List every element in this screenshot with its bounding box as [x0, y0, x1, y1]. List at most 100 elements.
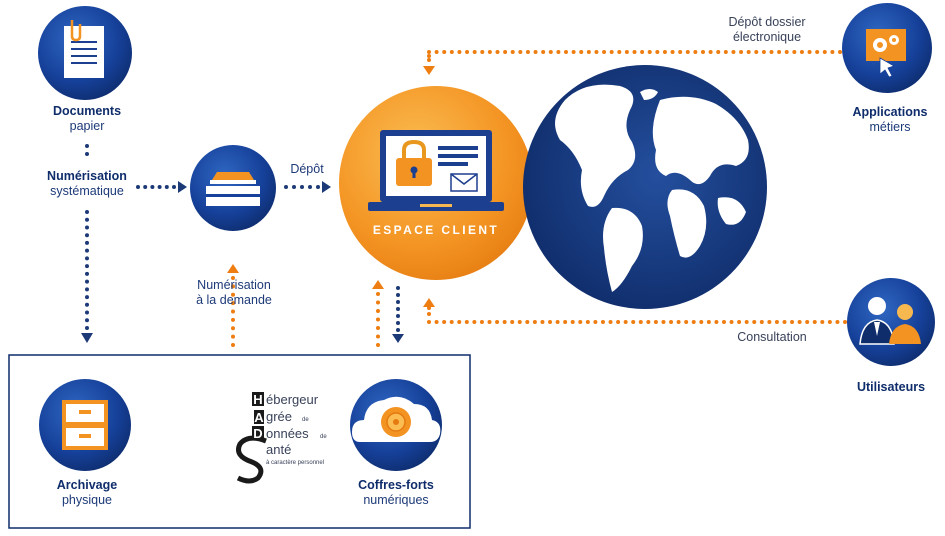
connector-dot	[427, 320, 431, 324]
hads-small-2: de	[320, 434, 327, 440]
vault-icon	[381, 407, 411, 437]
hads-word-2: grée	[266, 409, 292, 424]
coffres-subtitle: numériques	[363, 493, 429, 507]
connector-dot	[706, 320, 711, 324]
connector-dot	[472, 320, 477, 324]
hads-letter-h: H	[253, 392, 262, 407]
hads-letter-a: A	[254, 410, 264, 425]
applications-title: Applications	[852, 105, 928, 119]
connector-dot	[815, 50, 820, 54]
connector-dot	[578, 320, 583, 324]
connector-dot	[729, 320, 734, 324]
connector-dot	[376, 292, 380, 296]
connector-dot	[231, 292, 235, 297]
connector-dot	[782, 320, 787, 324]
connector-dot	[843, 320, 847, 324]
connector-dot	[85, 295, 89, 300]
connector-dot	[532, 320, 537, 324]
connector-dot	[835, 320, 840, 324]
connector-dot	[647, 50, 652, 54]
connector-dot	[653, 320, 658, 324]
connector-dot	[555, 320, 560, 324]
scanner-icon	[190, 145, 276, 231]
connector-dot	[812, 320, 817, 324]
connector-dot	[231, 343, 235, 347]
connector-dot	[593, 320, 598, 324]
connector-dot	[669, 320, 674, 324]
connector-dot	[525, 320, 530, 324]
connector-dot	[85, 264, 89, 269]
connector-dot	[495, 50, 500, 54]
arrow-from-applications	[423, 66, 435, 75]
hads-word-4: anté	[266, 442, 291, 457]
connector-dot	[85, 240, 89, 245]
connector-dot	[579, 50, 584, 54]
connector-dot	[670, 50, 675, 54]
connector-dot	[541, 50, 546, 54]
arrow-to-archivage	[81, 333, 93, 343]
connector-dot	[427, 54, 431, 58]
connector-dot	[518, 50, 523, 54]
connector-dot	[570, 320, 575, 324]
connector-dot	[502, 320, 507, 324]
connector-dot	[449, 320, 454, 324]
connector-dot	[517, 320, 522, 324]
connector-dot	[571, 50, 576, 54]
connector-dot	[594, 50, 599, 54]
connector-dot	[623, 320, 628, 324]
connector-dot	[609, 50, 614, 54]
connector-coffres-up	[376, 292, 380, 347]
connector-dot	[85, 310, 89, 315]
connector-dot	[827, 320, 832, 324]
numerisation-demande-label: Numérisation à la demande	[176, 278, 292, 308]
connector-dot	[661, 320, 666, 324]
connector-dot	[767, 320, 772, 324]
connector-dot	[586, 50, 591, 54]
connector-demande-up	[231, 276, 235, 347]
connector-documents-to-archivage	[85, 144, 89, 156]
connector-dot	[744, 320, 749, 324]
connector-dot	[684, 320, 689, 324]
applications-icon	[842, 3, 932, 93]
connector-dot	[376, 300, 380, 305]
connector-dot	[691, 320, 696, 324]
connector-dot	[396, 307, 400, 311]
connector-dot	[308, 185, 312, 189]
connector-dot	[548, 50, 553, 54]
connector-dot	[769, 50, 774, 54]
coffres-label: Coffres-forts numériques	[344, 478, 448, 508]
connector-dot	[157, 185, 162, 189]
applications-subtitle: métiers	[869, 120, 911, 134]
connector-dot	[533, 50, 538, 54]
connector-dot	[693, 50, 698, 54]
hads-letter-d: D	[253, 426, 262, 441]
connector-dot	[799, 50, 804, 54]
connector-dot	[721, 320, 726, 324]
hads-logo: H A D S ébergeur grée de onnées de anté …	[236, 392, 327, 484]
arrow-from-utilisateurs	[423, 298, 435, 307]
connector-dot	[85, 326, 89, 330]
connector-dot	[585, 320, 590, 324]
documents-label: Documents papier	[35, 104, 139, 134]
connector-dot	[143, 185, 148, 189]
connector-dot	[396, 300, 400, 304]
connector-dot	[396, 293, 400, 297]
archivage-title: Archivage	[56, 478, 118, 492]
connector-dot	[752, 320, 757, 324]
connector-dot	[231, 276, 235, 280]
coffres-title: Coffres-forts	[358, 478, 434, 492]
connector-dot	[510, 320, 515, 324]
arrow-coffres-down	[392, 334, 404, 343]
connector-dot	[376, 309, 380, 313]
connector-dot	[716, 50, 721, 54]
connector-dot	[479, 320, 484, 324]
arrow-coffres-up	[372, 280, 384, 289]
connector-dot	[457, 320, 462, 324]
connector-dot	[457, 50, 462, 54]
connector-dot	[746, 50, 751, 54]
connector-dot	[632, 50, 637, 54]
connector-dot	[631, 320, 636, 324]
connector-dot	[790, 320, 795, 324]
connector-dot	[487, 50, 492, 54]
